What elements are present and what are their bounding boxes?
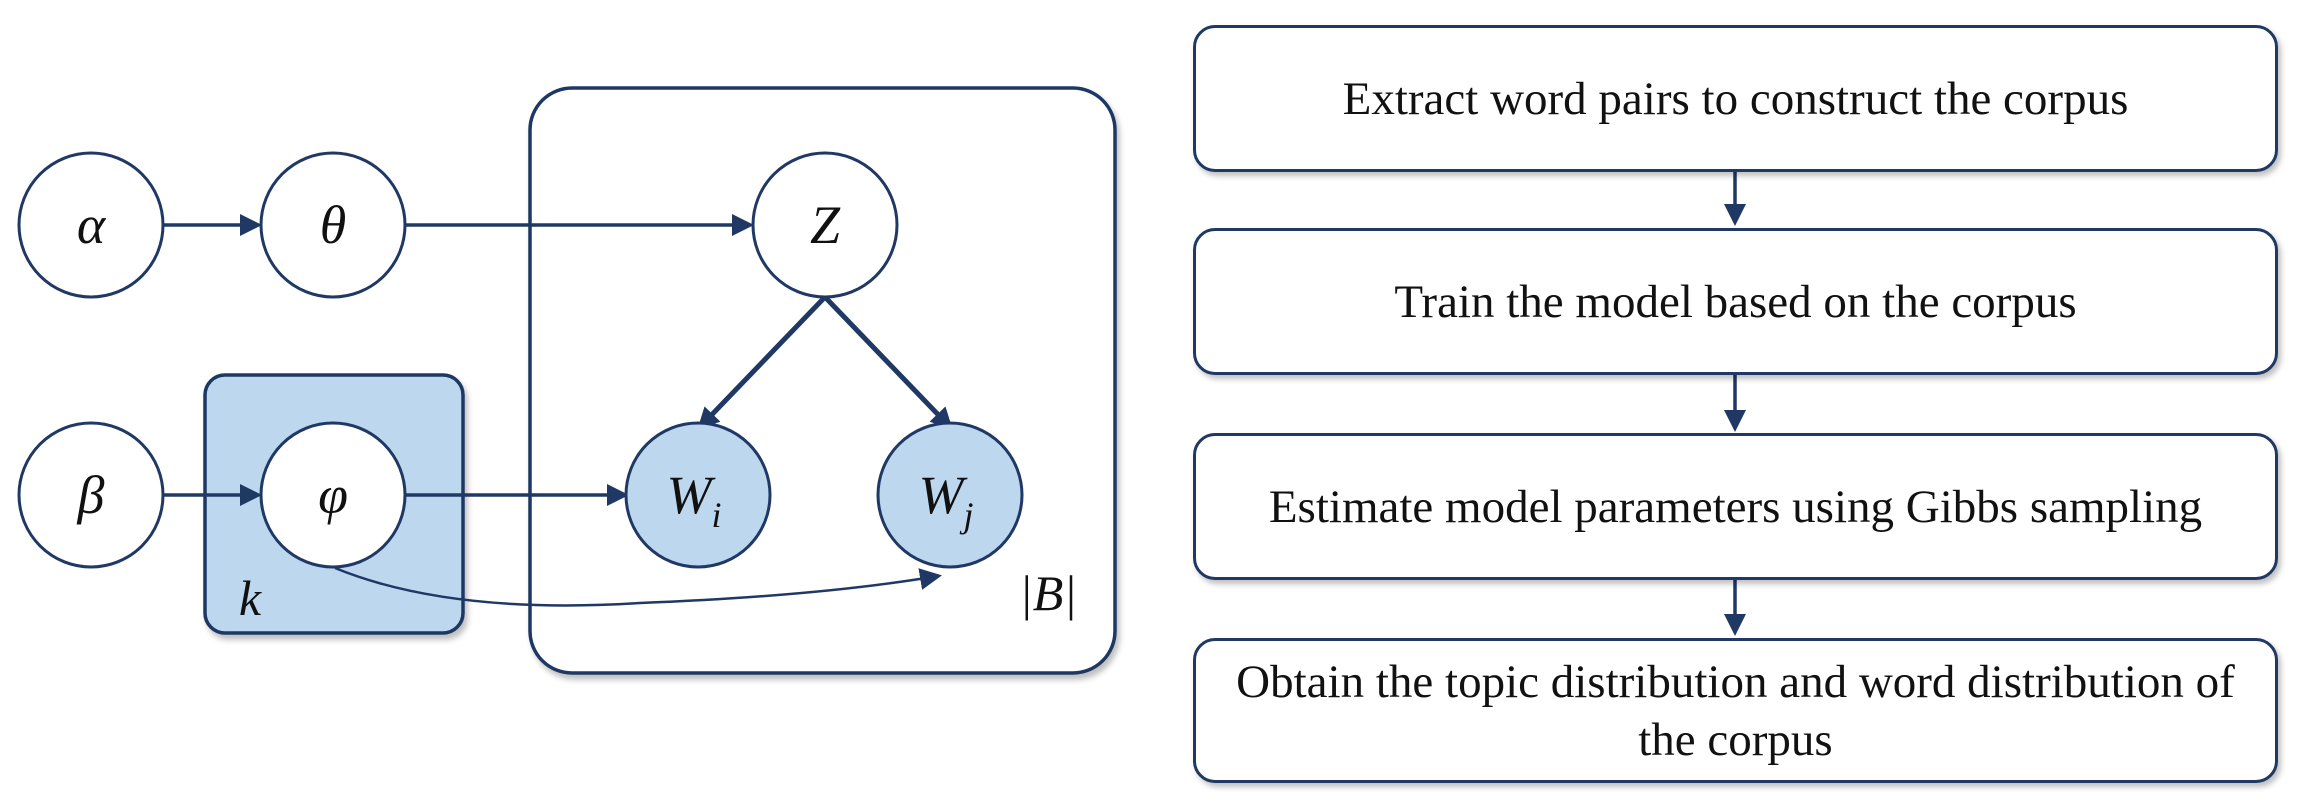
flow-step-4: Obtain the topic distribution and word d… <box>1193 638 2278 783</box>
node-wj-label: Wj <box>919 465 974 535</box>
node-theta: θ <box>259 151 407 299</box>
flow-step-3: Estimate model parameters using Gibbs sa… <box>1193 433 2278 580</box>
flow-step-2: Train the model based on the corpus <box>1193 228 2278 375</box>
flow-step-4-text: Obtain the topic distribution and word d… <box>1236 655 2235 766</box>
node-phi: φ <box>259 421 407 569</box>
node-wi: Wi <box>624 421 772 569</box>
flow-step-2-text: Train the model based on the corpus <box>1394 275 2077 328</box>
node-wj: Wj <box>876 421 1024 569</box>
edge-phi-wj <box>334 566 942 607</box>
node-beta: β <box>17 421 165 569</box>
node-alpha: α <box>17 151 165 299</box>
edge-z-wi <box>697 295 827 430</box>
node-wi-subscript: i <box>711 495 721 535</box>
node-wj-subscript: j <box>959 495 973 535</box>
node-wi-label: Wi <box>667 465 722 535</box>
node-alpha-label: α <box>77 195 107 255</box>
flow-step-3-text: Estimate model parameters using Gibbs sa… <box>1268 480 2203 533</box>
plate-b-label: |B| <box>1019 565 1077 621</box>
node-wi-base: W <box>667 465 717 525</box>
edge-z-wj <box>823 295 953 430</box>
node-phi-label: φ <box>318 465 348 525</box>
flow-step-1: Extract word pairs to construct the corp… <box>1193 25 2278 172</box>
node-wj-base: W <box>919 465 969 525</box>
node-theta-label: θ <box>320 195 347 255</box>
node-z: Z <box>751 151 899 299</box>
node-beta-label: β <box>77 465 105 525</box>
flow-step-1-text: Extract word pairs to construct the corp… <box>1342 72 2129 125</box>
node-z-label: Z <box>810 195 841 255</box>
plate-k-label: k <box>239 570 262 626</box>
